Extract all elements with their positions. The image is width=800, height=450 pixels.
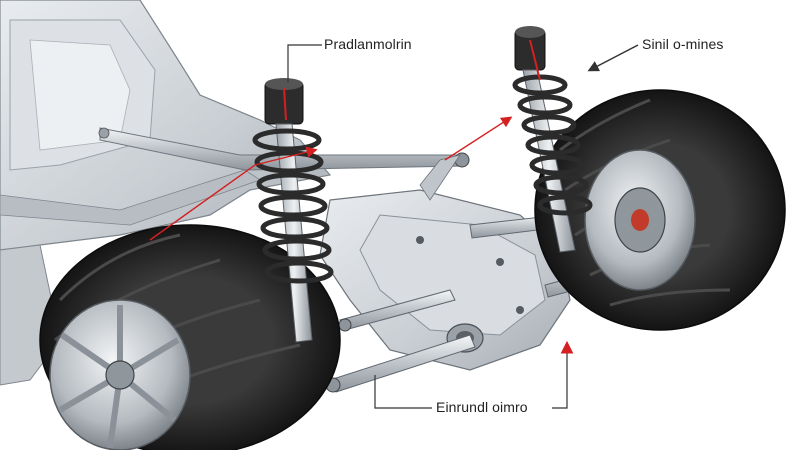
cross-bar xyxy=(98,127,470,171)
label-bottom: Einrundl oimro xyxy=(436,399,528,415)
chassis-frame xyxy=(0,0,332,386)
left-coilover xyxy=(252,78,334,343)
label-top-right: Sinil o-mines xyxy=(642,36,724,52)
right-coilover xyxy=(512,26,593,253)
left-wheel xyxy=(39,224,341,450)
label-top-left: Pradlanmolrin xyxy=(324,36,412,52)
leader-lines xyxy=(149,44,639,409)
subframe-housing xyxy=(319,154,571,371)
right-wheel xyxy=(534,89,786,331)
